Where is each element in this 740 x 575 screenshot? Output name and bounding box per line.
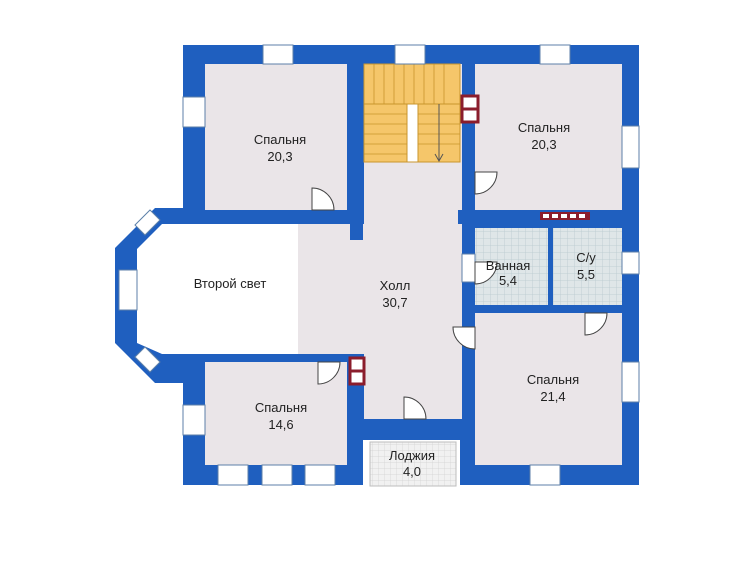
floor-loggia [369,441,457,487]
room-area-bedroom-top-left: 20,3 [267,149,292,164]
door-swing [474,261,498,285]
room-name-bedroom-top-left: Спальня [254,132,306,147]
room-name-bedroom-bottom-left: Спальня [255,400,307,415]
window [394,44,426,65]
stairs-flight-left [363,103,408,163]
room-area-hall: 30,7 [382,295,407,310]
wall-hall-stub-left [350,210,363,240]
window [134,346,161,373]
floor-wc [552,228,622,305]
wall-bedroom-bottom-left-top [185,354,298,362]
room-name-bedroom-top-right: Спальня [518,120,570,135]
door-swing [317,361,341,385]
window [182,404,206,436]
door-swing [584,312,608,336]
wall-hall-stub-right [458,210,478,224]
stairs-flight-top [363,63,461,105]
window [621,125,640,169]
stairs-arrow-head [434,153,444,163]
window [539,44,571,65]
stairs-well [406,103,419,163]
floor-hall-west [298,224,368,354]
wall-bath-wc-divider [548,224,553,309]
room-area-bath: 5,4 [499,273,517,288]
doors [311,171,608,420]
door-swing [311,187,335,211]
room-name-bedroom-bottom-right: Спальня [527,372,579,387]
window [118,269,138,311]
window [217,464,249,486]
room-name-hall: Холл [380,278,411,293]
window [621,251,640,275]
room-name-wc: С/у [576,250,596,265]
window [134,209,161,236]
room-area-wc: 5,5 [577,267,595,282]
window [461,253,476,283]
floor-bedroom-top-right [475,64,622,210]
room-area-bedroom-top-right: 20,3 [531,137,556,152]
window [261,464,293,486]
floor-hall-upper [364,164,462,419]
chimneys [348,94,590,386]
window [621,361,640,403]
staircase [363,63,461,163]
room-name-second-light: Второй свет [194,276,267,291]
room-labels: Спальня 20,3 Спальня 20,3 Второй свет Хо… [194,120,597,479]
room-name-loggia: Лоджия [389,448,435,463]
room-area-bedroom-bottom-right: 21,4 [540,389,565,404]
interior-walls [185,210,553,362]
room-name-bath: Ванная [486,258,531,273]
window [182,96,206,128]
stairs-treads [364,64,460,155]
window [262,44,294,65]
room-area-loggia: 4,0 [403,464,421,479]
floor-bedroom-top-left [205,64,347,210]
floor-bedroom-bottom-right [475,313,622,465]
door-swing [474,171,498,195]
window [304,464,336,486]
door-swing [403,396,427,420]
floor-second-light [137,224,298,354]
room-area-bedroom-bottom-left: 14,6 [268,417,293,432]
window [529,464,561,486]
door-swing [452,326,476,350]
